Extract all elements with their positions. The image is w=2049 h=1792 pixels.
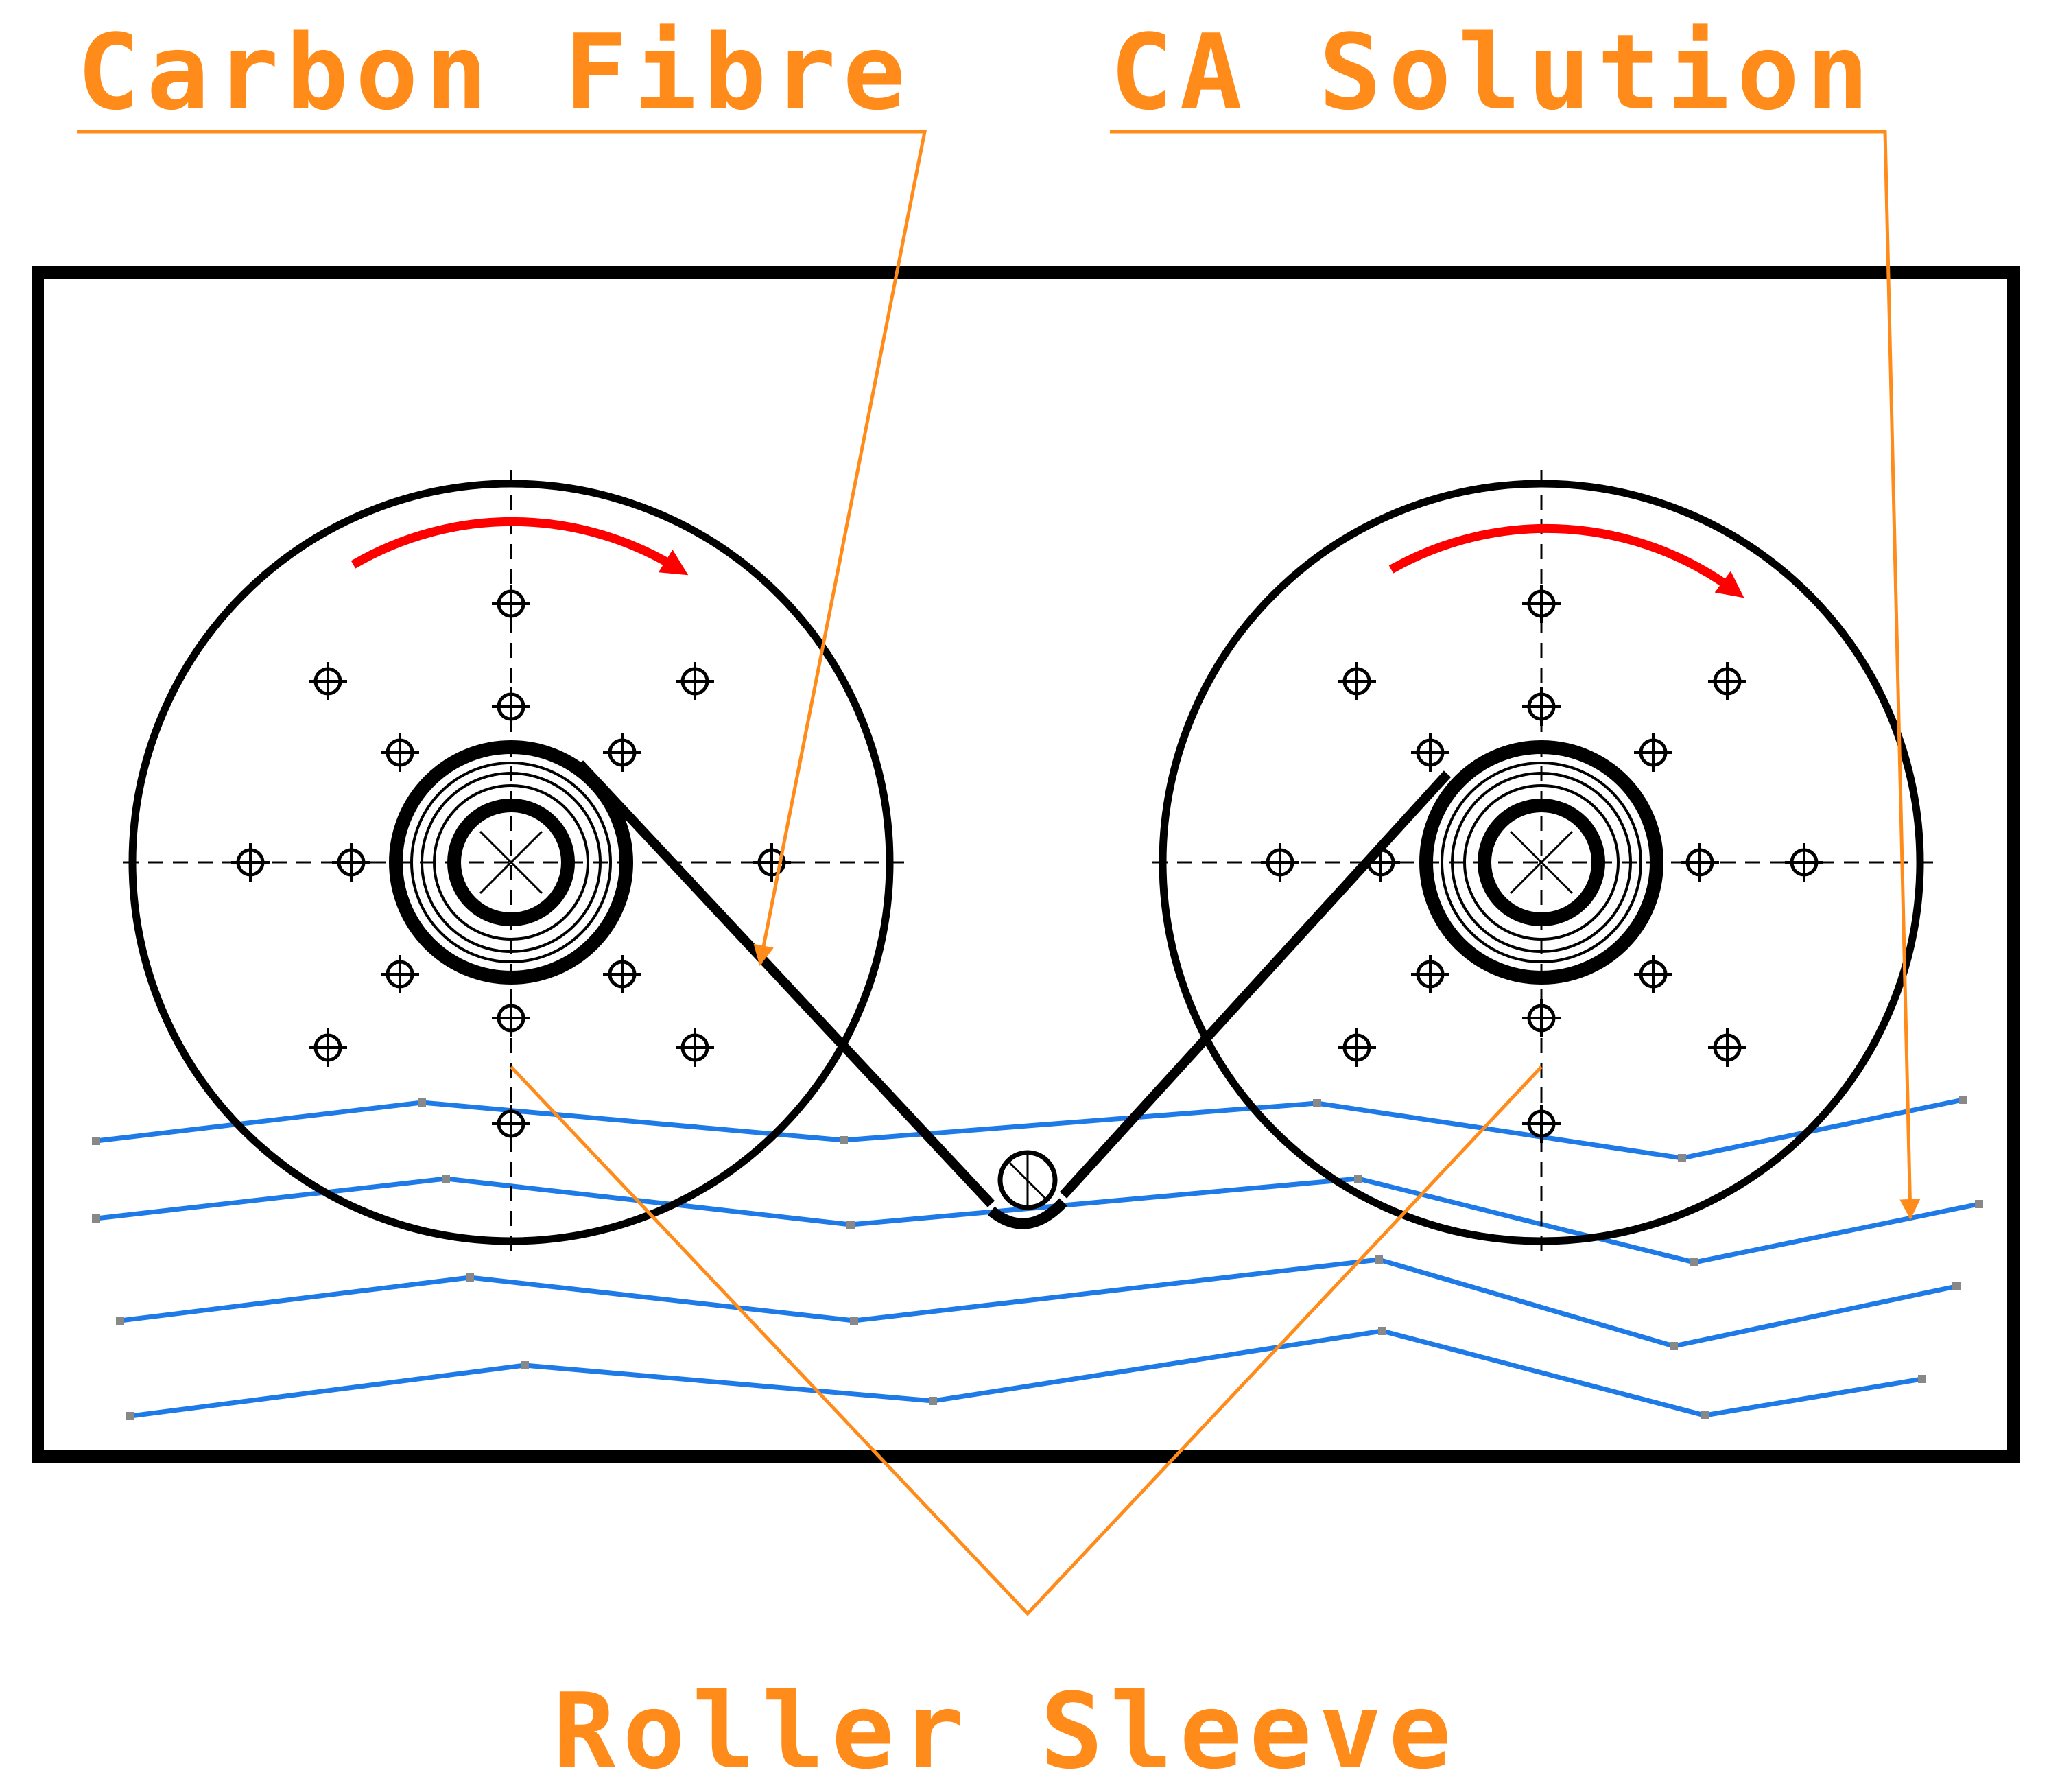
carbon-fibre-strand (576, 760, 1452, 1229)
right-roller (1152, 470, 1941, 1252)
solution-wave-line (95, 1097, 1964, 1161)
callout-leaders (77, 130, 1921, 1616)
ca-solution-waves (95, 1097, 1980, 1419)
solution-wave-line (130, 1328, 1923, 1419)
roller-sleeve-label: Roller Sleeve (553, 1671, 1458, 1792)
roller-sleeve-leader (510, 1065, 1543, 1616)
left-roller-hub (447, 799, 575, 926)
ca-solution-leader (1110, 130, 1921, 1220)
bath-tank-outline (32, 266, 2020, 1463)
ca-solution-label: CA Solution (1110, 12, 1876, 133)
carbon-fibre-leader (77, 130, 927, 966)
solution-wave-line (119, 1257, 1957, 1349)
wave-node-dots (92, 1096, 1983, 1420)
solution-wave-line (95, 1176, 1980, 1265)
left-roller (123, 470, 905, 1252)
carbon-fibre-label: Carbon Fibre (77, 12, 913, 133)
rotation-arrow-icon (351, 517, 689, 576)
right-roller-hub (1478, 799, 1605, 926)
rotation-arrow-icon (1388, 523, 1744, 598)
